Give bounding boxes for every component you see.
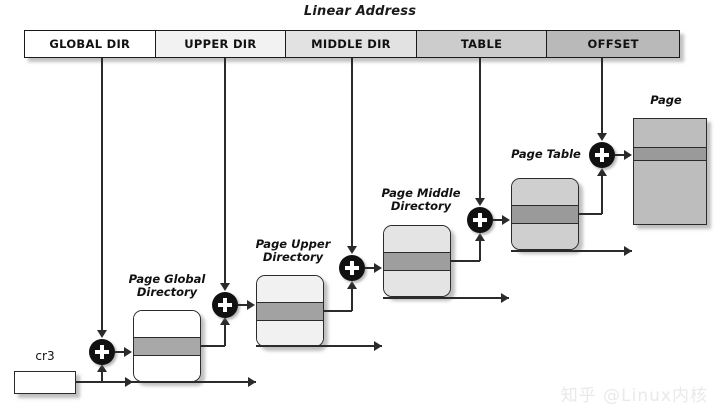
cr3-label: cr3 <box>35 349 55 363</box>
arrowhead-upper-dir <box>220 283 230 291</box>
arrowhead-adder5-to-page <box>624 150 632 160</box>
connector-adder1-to-pgd <box>115 351 127 353</box>
pmd-entry-band <box>384 252 450 271</box>
page-global-directory-box <box>133 310 201 382</box>
arrowhead-table <box>475 198 485 206</box>
page-table-box <box>511 178 579 250</box>
arrowhead-bus-to-pud <box>248 377 256 387</box>
adder-global-dir <box>89 339 115 365</box>
arrowhead-bus-to-pmd <box>374 341 382 351</box>
connector-pgd-out <box>201 345 225 347</box>
connector-pgd-up-to-adder2 <box>224 324 226 346</box>
page-offset-band <box>634 147 706 161</box>
arrowhead-adder1-to-pgd <box>124 347 132 357</box>
address-field-label: UPPER DIR <box>184 37 257 51</box>
page-box <box>633 118 707 225</box>
address-field-offset: OFFSET <box>547 31 679 57</box>
linear-address-bar: GLOBAL DIR UPPER DIR MIDDLE DIR TABLE OF… <box>24 30 680 58</box>
pud-entry-band <box>257 302 323 321</box>
connector-bus-to-pagetable <box>383 297 509 299</box>
adder-offset <box>589 142 615 168</box>
connector-pagetable-up-to-adder5 <box>601 175 603 214</box>
connector-pagetable-out <box>579 213 602 215</box>
address-field-table: TABLE <box>416 31 548 57</box>
page-segment-top <box>634 119 706 147</box>
pt-segment-bottom <box>512 224 578 249</box>
address-field-label: TABLE <box>460 37 503 51</box>
address-field-label: GLOBAL DIR <box>49 37 131 51</box>
connector-pmd-out <box>451 260 480 262</box>
address-field-global-dir: GLOBAL DIR <box>25 31 156 57</box>
connector-global-dir-down <box>101 58 103 332</box>
arrowhead-middle-dir <box>347 246 357 254</box>
arrowhead-cr3-up-adder1 <box>97 364 107 372</box>
pud-segment-bottom <box>257 321 323 346</box>
connector-bus-to-page <box>511 250 632 252</box>
arrowhead-pud-up-adder3 <box>347 281 357 289</box>
connector-bus-to-pmd <box>256 345 382 347</box>
connector-pud-out <box>324 310 352 312</box>
page-upper-directory-box <box>256 275 324 347</box>
connector-adder2-to-pud <box>238 304 250 306</box>
page-middle-directory-box <box>383 225 451 297</box>
connector-offset-down <box>601 58 603 135</box>
pgd-segment-bottom <box>134 356 200 381</box>
connector-middle-dir-down <box>351 58 353 248</box>
adder-upper-dir <box>212 292 238 318</box>
address-field-middle-dir: MIDDLE DIR <box>286 31 417 57</box>
page-global-directory-caption: Page Global Directory <box>128 272 206 299</box>
arrowhead-bus-to-page <box>624 246 632 256</box>
cr3-register-box <box>14 371 76 394</box>
adder-middle-dir <box>339 255 365 281</box>
pt-segment-top <box>512 179 578 205</box>
watermark: 知乎 @Linux内核 <box>560 386 708 406</box>
pgd-segment-top <box>134 311 200 337</box>
pgd-entry-band <box>134 337 200 356</box>
arrowhead-global-dir <box>97 330 107 338</box>
address-field-label: MIDDLE DIR <box>311 37 391 51</box>
connector-table-down <box>479 58 481 200</box>
page-table-caption: Page Table <box>511 147 581 161</box>
pt-entry-band <box>512 205 578 224</box>
connector-adder5-to-page <box>615 154 627 156</box>
diagram-title: Linear Address <box>303 4 417 19</box>
arrowhead-adder3-to-pmd <box>374 263 382 273</box>
arrowhead-adder2-to-pud <box>247 300 255 310</box>
page-upper-directory-caption: Page Upper Directory <box>255 237 331 264</box>
connector-cr3-up-to-adder1 <box>101 371 103 382</box>
pud-segment-top <box>257 276 323 302</box>
connector-adder4-to-pagetable <box>493 219 505 221</box>
connector-bus-to-pud <box>133 381 256 383</box>
address-field-label: OFFSET <box>587 37 639 51</box>
arrowhead-bus-to-pagetable <box>501 293 509 303</box>
connector-cr3-right <box>76 381 133 383</box>
arrowhead-pagetable-up-adder5 <box>597 168 607 176</box>
arrowhead-cr3-to-pgd <box>125 377 133 387</box>
address-field-upper-dir: UPPER DIR <box>155 31 287 57</box>
connector-pud-up-to-adder3 <box>351 288 353 311</box>
adder-table <box>467 207 493 233</box>
page-middle-directory-caption: Page Middle Directory <box>381 186 461 213</box>
arrowhead-offset <box>597 133 607 141</box>
page-segment-bottom <box>634 161 706 224</box>
connector-upper-dir-down <box>224 58 226 285</box>
arrowhead-pmd-up-adder4 <box>475 233 485 241</box>
connector-adder3-to-pmd <box>365 267 377 269</box>
arrowhead-adder4-to-pagetable <box>502 215 510 225</box>
arrowhead-pgd-up-adder2 <box>220 317 230 325</box>
page-caption: Page <box>650 93 682 107</box>
connector-pmd-up-to-adder4 <box>479 240 481 261</box>
pmd-segment-bottom <box>384 271 450 296</box>
pmd-segment-top <box>384 226 450 252</box>
